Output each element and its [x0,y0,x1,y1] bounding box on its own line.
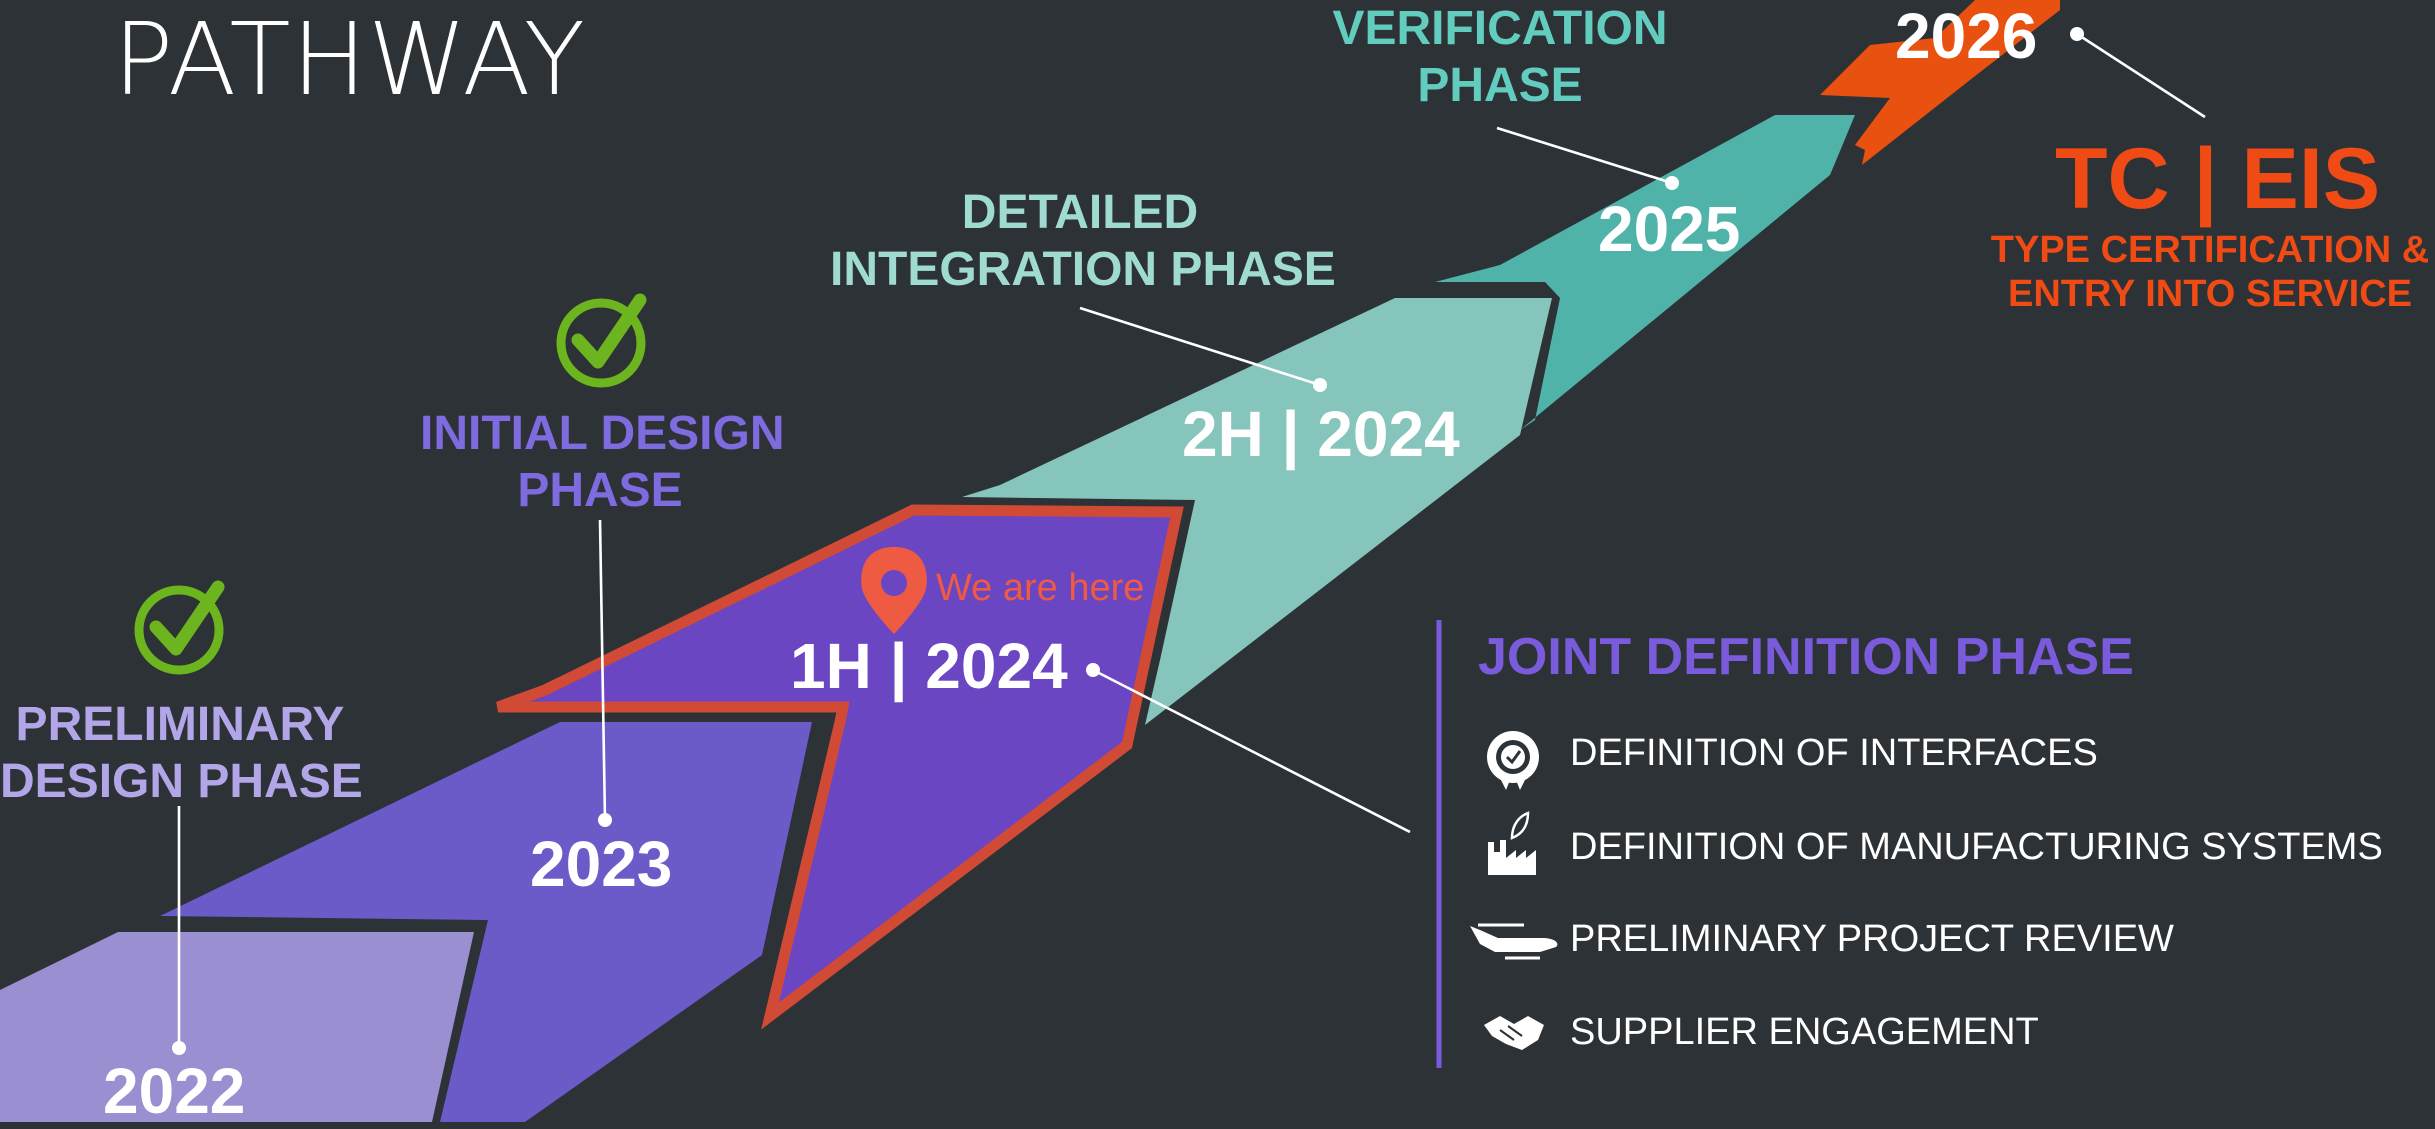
list-item-supplier: SUPPLIER ENGAGEMENT [1570,1011,2039,1053]
location-pin-icon [861,547,927,634]
initial-label-line1: INITIAL DESIGN [420,407,785,460]
tc-eis-subtitle: TYPE CERTIFICATION & ENTRY INTO SERVICE [1990,228,2430,316]
preliminary-label-line2: DESIGN PHASE [0,755,363,808]
year-2022: 2022 [103,1055,246,1127]
aircraft-icon [1470,923,1558,960]
year-2h-2024: 2H | 2024 [1182,398,1460,470]
year-2023: 2023 [530,828,673,900]
tc-eis-heading: TC | EIS [2055,131,2381,227]
initial-phase-label: INITIAL DESIGN PHASE [420,405,785,519]
year-2025: 2025 [1598,193,1741,265]
arrow-2h-2024 [962,298,1552,725]
joint-definition-title: JOINT DEFINITION PHASE [1478,628,2134,686]
handshake-icon [1484,1016,1544,1050]
leader-lines [172,27,2206,1055]
arrow-2026 [1820,0,2060,165]
tc-eis-sub-line1: TYPE CERTIFICATION & [1990,229,2430,271]
factory-icon [1488,811,1536,875]
tc-eis-sub-line2: ENTRY INTO SERVICE [2007,273,2413,315]
initial-label-line2: PHASE [517,464,683,517]
preliminary-label-line1: PRELIMINARY [15,698,345,751]
year-1h-2024: 1H | 2024 [790,630,1068,702]
verification-phase-label: VERIFICATION PHASE [1300,0,1700,114]
list-item-project-review: PRELIMINARY PROJECT REVIEW [1570,918,2174,960]
check-icon [134,580,225,675]
detailed-label-line2: INTEGRATION PHASE [830,243,1336,296]
arrow-2025 [1435,115,1855,430]
preliminary-phase-label: PRELIMINARY DESIGN PHASE [0,696,363,810]
arrow-1h-2024 [496,504,1184,1030]
badge-icon [1487,731,1539,790]
check-icon [556,293,647,388]
detailed-label-line1: DETAILED [961,186,1199,239]
list-item-interfaces: DEFINITION OF INTERFACES [1570,732,2098,774]
we-are-here-label: We are here [936,567,1145,609]
year-2026: 2026 [1895,0,2038,72]
page-title: PATHWAY [113,1,586,118]
arrow-2022 [0,932,474,1122]
verification-label-line1: VERIFICATION [1332,2,1668,55]
list-item-manufacturing: DEFINITION OF MANUFACTURING SYSTEMS [1570,826,2383,868]
arrow-2023 [160,722,812,1122]
detailed-phase-label: DETAILED INTEGRATION PHASE [830,184,1336,298]
verification-label-line2: PHASE [1417,59,1583,112]
